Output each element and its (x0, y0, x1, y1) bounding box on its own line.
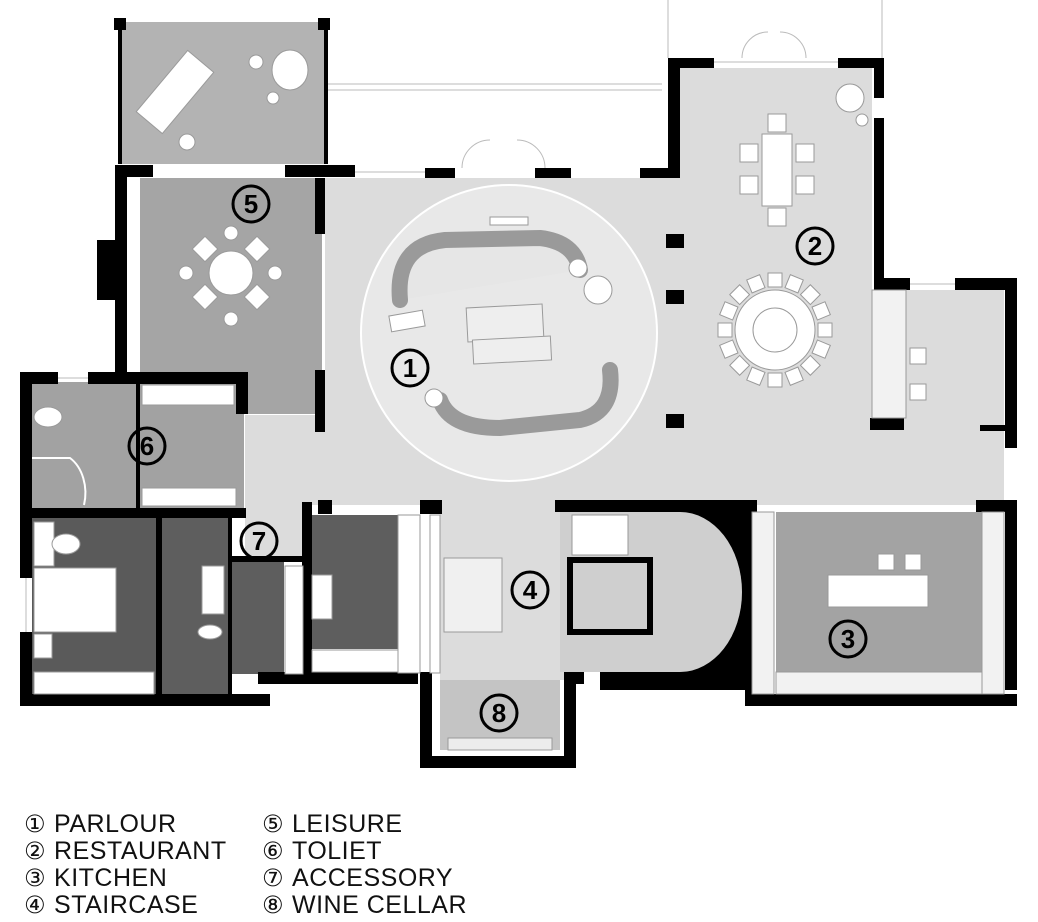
kitchen-island (827, 574, 929, 608)
floor-plan: 1 2 3 4 5 6 7 8 (20, 0, 1017, 768)
banquet-chair (784, 274, 804, 294)
room-marker-accessory: 7 (239, 521, 279, 561)
room-marker-staircase: 4 (510, 570, 550, 610)
banquet-chair (811, 339, 831, 359)
room-marker-number: 7 (252, 526, 266, 556)
legend-symbol: ⑦ (262, 864, 285, 892)
parlour-sofa-top (391, 229, 588, 308)
room-marker-circle (127, 426, 167, 466)
banquet-chair (811, 301, 831, 321)
banquet-chair (717, 322, 733, 338)
legend-label: ACCESSORY (292, 864, 454, 892)
legend-symbol: ⑤ (262, 810, 285, 838)
legend-label: TOLIET (292, 837, 383, 865)
legend-symbol: ④ (24, 891, 47, 919)
legend-symbol: ② (24, 837, 47, 865)
windows (25, 0, 955, 632)
legend-label: WINE CELLAR (292, 891, 467, 919)
room-markers: 1 2 3 4 5 6 7 8 (127, 184, 868, 733)
room-marker-kitchen: 3 (828, 619, 868, 659)
room-marker-number: 8 (492, 698, 506, 728)
rectangular-dining-table (739, 113, 815, 227)
banquet-chair (767, 272, 783, 288)
banquet-chair (817, 322, 833, 338)
banquet-chair (799, 284, 821, 306)
room-marker-number: 1 (403, 353, 417, 383)
legend-symbol: ⑥ (262, 837, 285, 865)
room-marker-circle (510, 570, 550, 610)
walls (20, 18, 1017, 768)
leisure-dining-set (178, 225, 283, 327)
parlour-sofa-bottom (432, 362, 619, 437)
legend-symbol: ⑧ (262, 891, 285, 919)
bar-counter (871, 289, 907, 419)
banquet-chair (719, 301, 739, 321)
legend-label: PARLOUR (54, 810, 177, 838)
room-marker-toilet: 6 (127, 426, 167, 466)
room-marker-parlour: 1 (390, 348, 430, 388)
display-table (443, 557, 503, 633)
room-marker-number: 5 (244, 189, 258, 219)
banquet-chair (719, 339, 739, 359)
terrace-chair (271, 49, 309, 91)
room-marker-number: 4 (523, 575, 538, 605)
room-marker-circle (479, 693, 519, 733)
banquet-lazy-susan (752, 307, 798, 353)
legend-label: RESTAURANT (54, 837, 227, 865)
room-marker-number: 3 (841, 624, 855, 654)
furniture (32, 49, 1005, 751)
room-marker-wine-cellar: 8 (479, 693, 519, 733)
bed (33, 567, 117, 633)
legend-symbol: ① (24, 810, 47, 838)
banquet-chair (784, 366, 804, 386)
legend-symbol: ③ (24, 864, 47, 892)
legend-label: LEISURE (292, 810, 403, 838)
banquet-chair (729, 354, 751, 376)
banquet-chair (729, 284, 751, 306)
banquet-chair (746, 274, 766, 294)
room-marker-circle (390, 348, 430, 388)
banquet-chair (746, 366, 766, 386)
room-marker-circle (231, 184, 271, 224)
closet-floor (232, 562, 284, 674)
banquet-chair (799, 354, 821, 376)
room-marker-number: 6 (140, 431, 154, 461)
room-marker-restaurant: 2 (795, 226, 835, 266)
legend-label: KITCHEN (54, 864, 168, 892)
room-marker-circle (795, 226, 835, 266)
room-marker-number: 2 (808, 231, 822, 261)
room-marker-circle (828, 619, 868, 659)
banquet-table (717, 272, 833, 388)
room-marker-circle (239, 521, 279, 561)
banquet-chair (767, 372, 783, 388)
room-marker-leisure: 5 (231, 184, 271, 224)
legend-label: STAIRCASE (54, 891, 199, 919)
terrace-floor (118, 22, 328, 164)
terrace-sofa (135, 49, 215, 135)
